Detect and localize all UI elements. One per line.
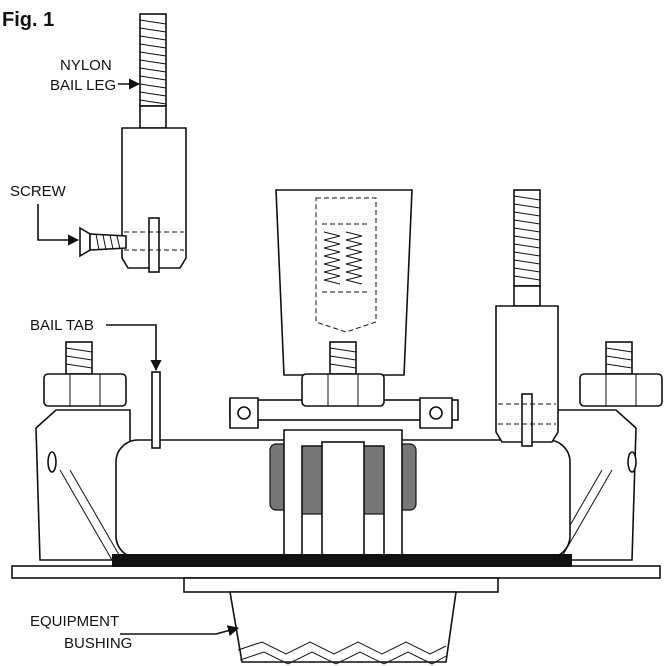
label-equipment: EQUIPMENT [30, 613, 119, 630]
bushing-assembly [11, 189, 663, 665]
label-bail-tab: BAIL TAB [30, 317, 94, 334]
bail-leg-threads [139, 19, 167, 105]
screw-part [79, 226, 127, 258]
label-bail-leg: BAIL LEG [50, 77, 116, 94]
screw-leader [37, 204, 80, 246]
equipment-bushing-leader [120, 625, 240, 637]
figure-title: Fig. 1 [2, 9, 54, 31]
label-screw: SCREW [10, 183, 67, 200]
bail-tab-leader [106, 324, 162, 372]
nylon-bail-leg-detail [79, 13, 187, 273]
label-bushing: BUSHING [64, 635, 132, 652]
internal-spring [323, 231, 363, 285]
label-nylon: NYLON [60, 57, 112, 74]
